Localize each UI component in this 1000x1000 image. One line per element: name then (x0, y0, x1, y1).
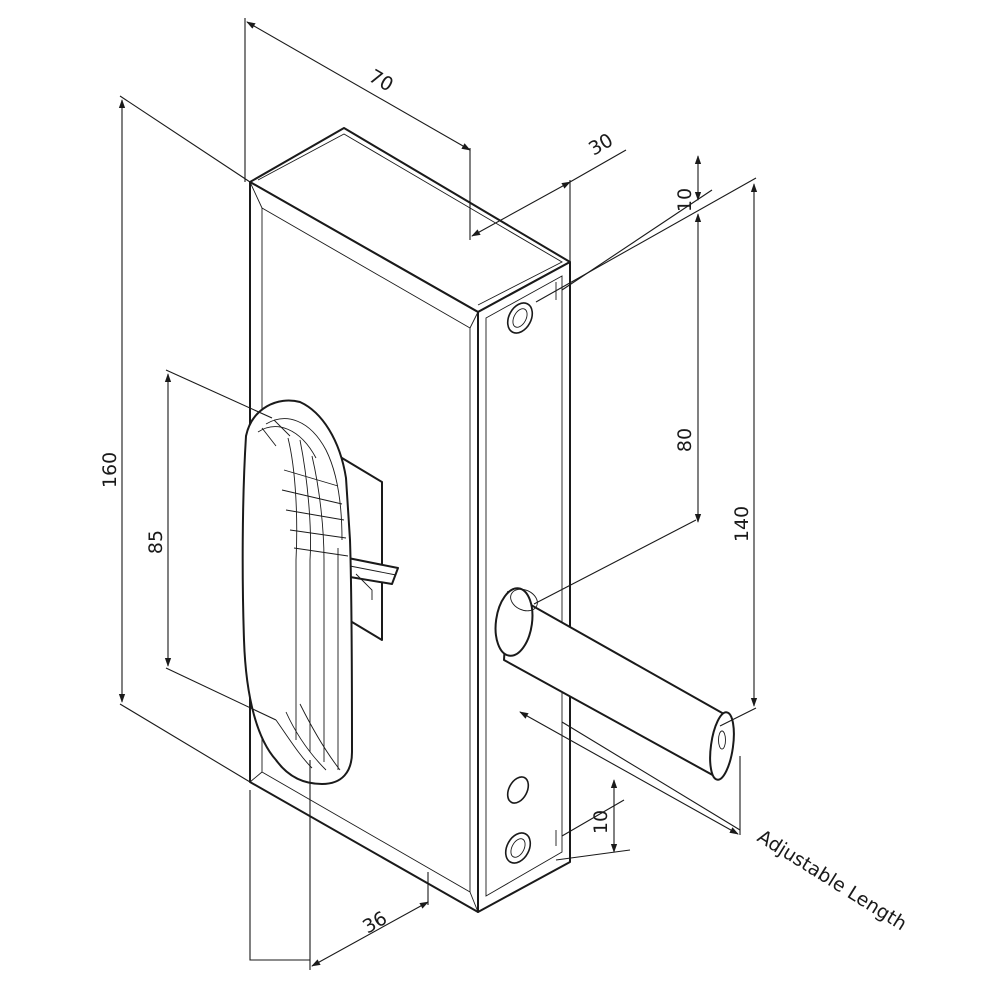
lever-handle (241, 399, 353, 785)
dim-label-handle-span: 85 (145, 530, 167, 554)
dim-line-depth (471, 181, 571, 237)
dim-label-bolt-length: Adjustable Length (753, 826, 910, 936)
dim-label-top-offset: 10 (674, 188, 696, 212)
dim-label-handle-offset: 36 (359, 907, 391, 938)
dimension-lines (118, 21, 758, 967)
dim-line-width (246, 21, 471, 151)
handle-grip (241, 399, 353, 785)
dim-line-bolt-length (519, 711, 739, 835)
dim-label-depth: 30 (585, 129, 617, 160)
dim-label-bottom-offset: 10 (590, 810, 612, 834)
bolt-base (494, 587, 534, 657)
dim-label-width: 70 (365, 65, 397, 96)
screw-hole-top (506, 302, 534, 334)
lock-body-end-plate (477, 261, 571, 913)
dim-label-height: 160 (99, 452, 121, 488)
dim-label-bolt-height: 140 (731, 506, 753, 542)
dim-label-hole-spacing: 80 (674, 428, 696, 452)
dim-line-handle-offset (311, 901, 429, 967)
